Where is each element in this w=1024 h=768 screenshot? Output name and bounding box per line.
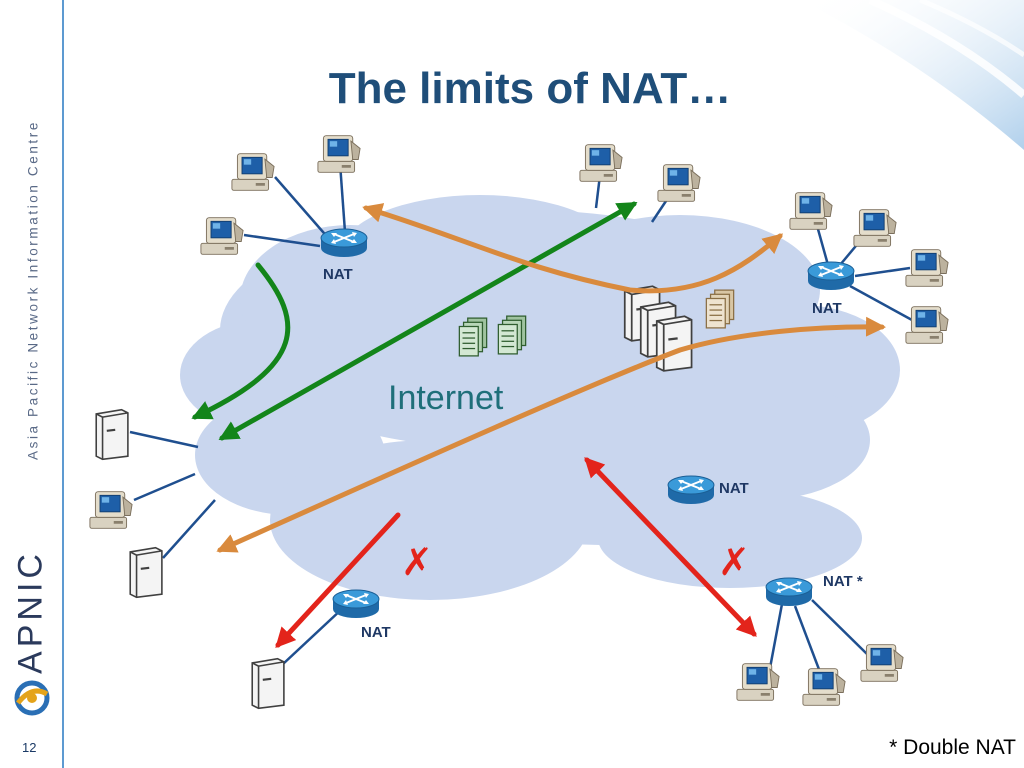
- nat-label: NAT: [361, 624, 391, 641]
- pc-icon: [860, 644, 904, 682]
- orange-arrow-long: [216, 316, 886, 553]
- pc-icon: [853, 209, 897, 247]
- server-icon: [655, 315, 693, 372]
- apnic-logo-icon: [14, 680, 50, 716]
- router-icon: [765, 577, 813, 607]
- blocked-x-mark: ✗: [401, 540, 433, 584]
- document-stack-icon: [705, 289, 735, 329]
- pc-icon: [736, 663, 780, 701]
- traffic-arrows: [191, 201, 886, 648]
- pc-icon: [89, 491, 133, 529]
- page-number: 12: [22, 740, 37, 755]
- router-icon: [807, 261, 855, 291]
- orange-arrow-top: [362, 203, 784, 294]
- pc-icon: [231, 153, 275, 191]
- pc-icon: [317, 135, 361, 173]
- router-icon: [667, 475, 715, 505]
- footnote: * Double NAT: [889, 736, 1016, 759]
- router-icon: [320, 228, 368, 258]
- server-icon: [95, 408, 130, 461]
- pc-icon: [579, 144, 623, 182]
- blocked-x-mark: ✗: [718, 540, 750, 584]
- pc-icon: [200, 217, 244, 255]
- server-icon: [251, 657, 286, 710]
- document-stack-icon: [458, 317, 488, 357]
- sidebar: Asia Pacific Network Information Centre …: [0, 0, 64, 768]
- slide-title: The limits of NAT…: [328, 64, 732, 113]
- nat-label: NAT: [719, 480, 749, 497]
- pc-icon: [802, 668, 846, 706]
- nat-label-double: NAT *: [823, 573, 863, 590]
- document-stack-icon: [497, 315, 527, 355]
- pc-icon: [905, 249, 949, 287]
- nat-label: NAT: [812, 300, 842, 317]
- red-arrow-blocked-left: [275, 512, 401, 648]
- pc-icon: [657, 164, 701, 202]
- pc-icon: [905, 306, 949, 344]
- pc-icon: [789, 192, 833, 230]
- nat-label: NAT: [323, 266, 353, 283]
- router-icon: [332, 589, 380, 619]
- swoosh-decoration: [800, 0, 1024, 150]
- red-arrow-blocked-right: [584, 457, 757, 637]
- internet-label: Internet: [388, 379, 504, 417]
- server-icon: [129, 546, 164, 599]
